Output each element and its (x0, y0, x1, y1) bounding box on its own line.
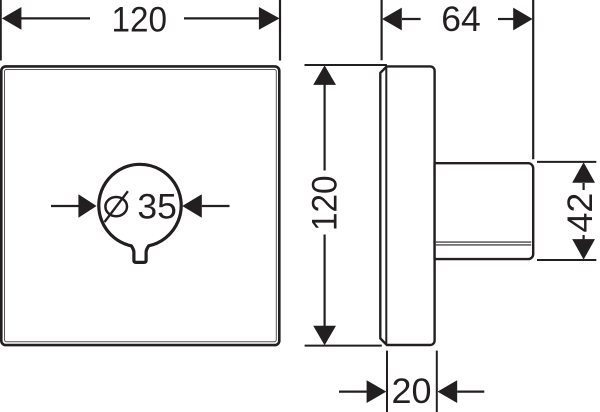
svg-text:120: 120 (112, 1, 168, 40)
svg-text:35: 35 (137, 188, 177, 227)
svg-text:20: 20 (392, 372, 432, 411)
svg-text:42: 42 (561, 193, 600, 233)
svg-text:64: 64 (441, 0, 481, 39)
svg-text:120: 120 (306, 175, 345, 231)
